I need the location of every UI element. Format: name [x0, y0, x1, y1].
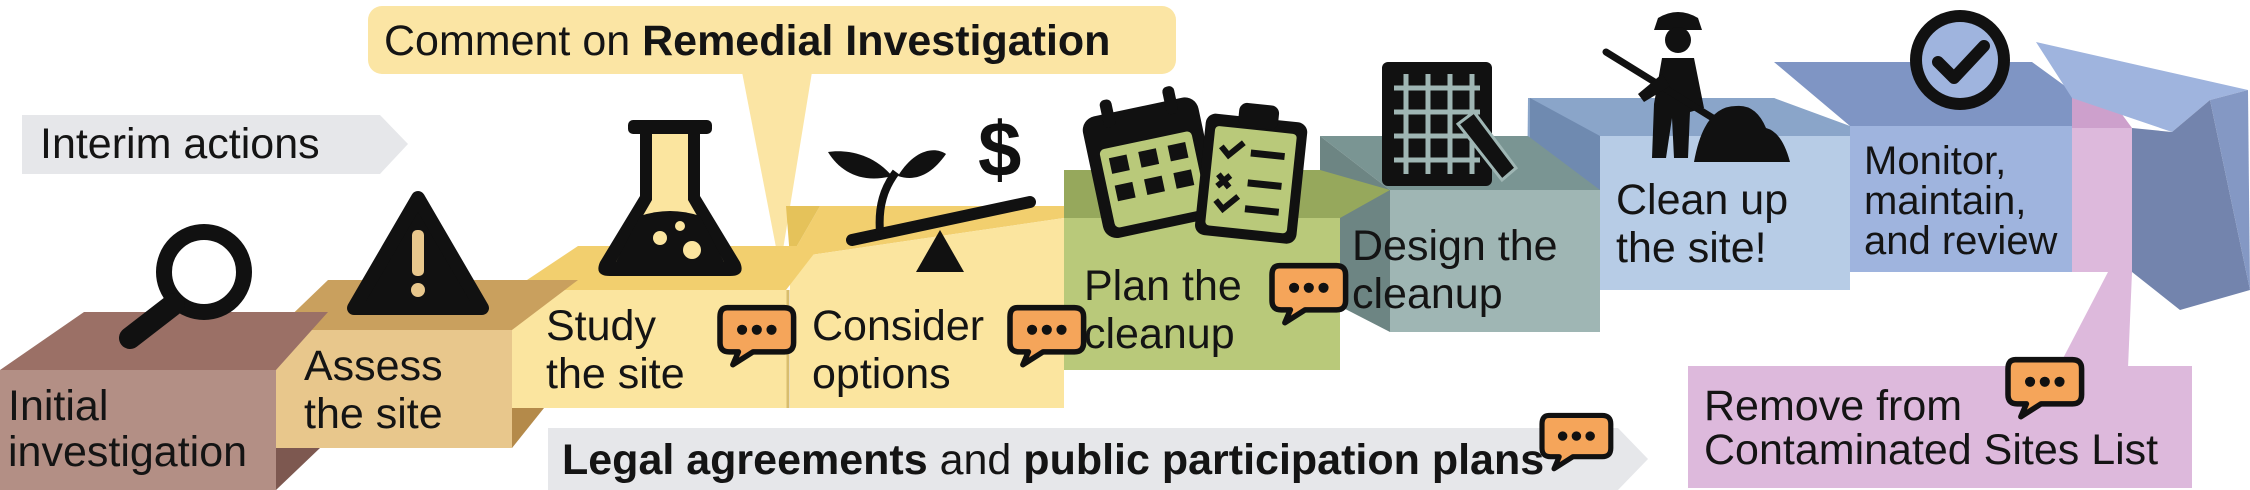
- step-clean-up-label: Clean up the site!: [1616, 176, 1800, 272]
- scale-plant-dollar-icon: $: [828, 105, 1036, 272]
- remove-from-list: Remove from Contaminated Sites List: [1688, 98, 2192, 488]
- svg-text:$: $: [978, 105, 1021, 193]
- magnifier-icon: [119, 224, 252, 349]
- legal-agreements-label: Legal agreements and public participatio…: [562, 436, 1544, 484]
- step-clean-up: Clean up the site!: [1526, 98, 1850, 290]
- step-consider-label: Consider options: [812, 302, 996, 398]
- step-plan: Plan the cleanup: [1064, 170, 1390, 370]
- svg-text:Comment on Remedial Investigat: Comment on Remedial Investigation: [384, 17, 1110, 65]
- calendar-clipboard-icon: [1082, 86, 1308, 244]
- checkmark-circle-icon: [1910, 10, 2010, 110]
- final-arrow: [2036, 42, 2250, 310]
- worker-shovel-icon: [1602, 12, 1790, 162]
- step-initial-label: Initial investigation: [8, 382, 247, 476]
- step-initial: Initial investigation: [0, 312, 328, 490]
- interim-actions-label: Interim actions: [40, 120, 320, 168]
- legal-agreements-band: [548, 428, 1648, 490]
- blueprint-pencil-icon: [1382, 62, 1519, 186]
- flask-icon: [598, 120, 742, 276]
- step-study-label: Study the site: [546, 302, 685, 398]
- warning-icon: [347, 191, 489, 315]
- remove-label: Remove from Contaminated Sites List: [1704, 382, 2158, 474]
- interim-actions-band: [22, 115, 408, 174]
- remedial-investigation-callout: Comment on Remedial Investigation: [368, 6, 1176, 268]
- step-consider: Consider options: [786, 206, 1084, 408]
- step-assess-label: Assess the site: [304, 342, 455, 438]
- step-design-label: Design the cleanup: [1352, 222, 1570, 318]
- step-plan-label: Plan the cleanup: [1084, 262, 1254, 358]
- step-monitor-label: Monitor, maintain, and review: [1864, 139, 2058, 263]
